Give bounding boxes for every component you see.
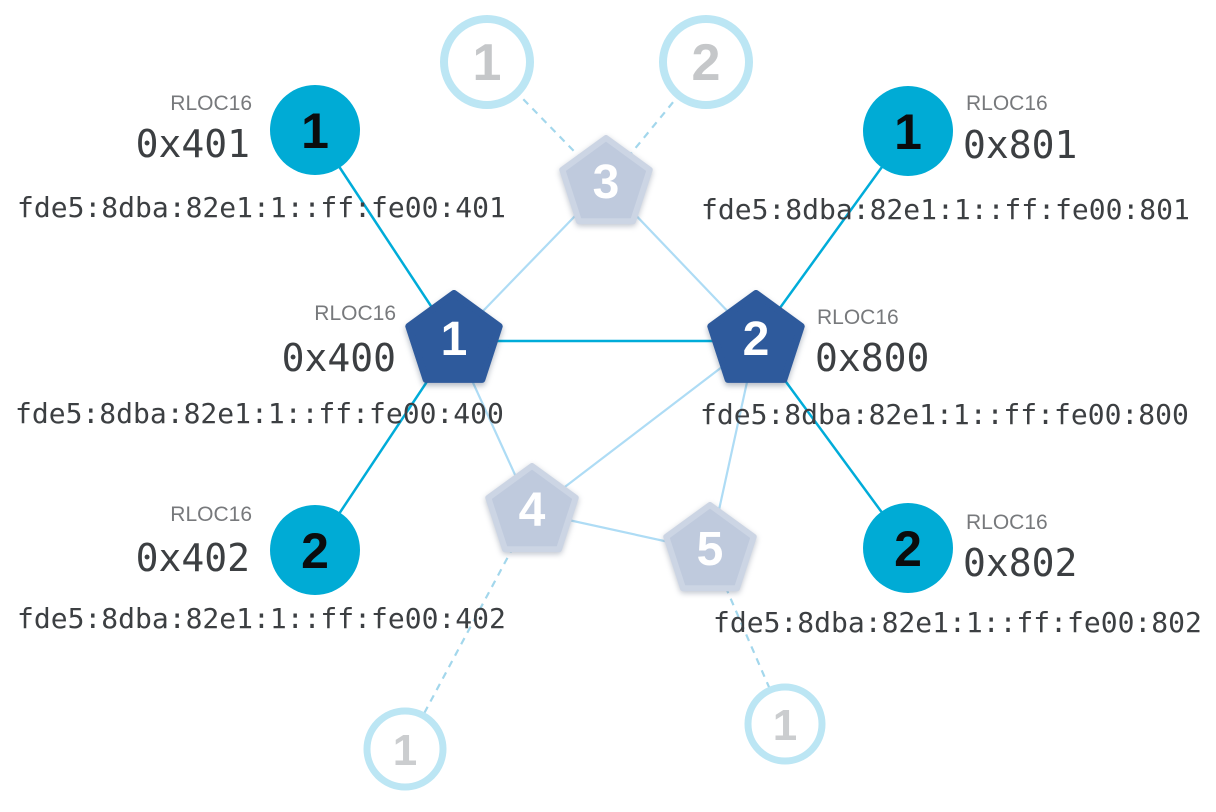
router-1-rloc16-label: RLOC16 [314, 302, 396, 325]
child-402-circle[interactable] [270, 505, 360, 595]
router-4-pentagon[interactable] [485, 463, 579, 553]
ghost-top-1-number: 1 [473, 34, 502, 92]
router-2-rloc16-label: RLOC16 [817, 306, 899, 329]
router-5-node[interactable]: 5 [663, 502, 757, 592]
child-801-labels: RLOC16 0x801 fde5:8dba:82e1:1::ff:fe00:8… [701, 92, 1190, 226]
child-802-labels: RLOC16 0x802 fde5:8dba:82e1:1::ff:fe00:8… [713, 511, 1202, 639]
router-1-rloc16-value: 0x400 [282, 336, 396, 380]
child-802-rloc16-value: 0x802 [963, 541, 1077, 585]
child-802-ipv6: fde5:8dba:82e1:1::ff:fe00:802 [713, 606, 1202, 639]
router-1-ipv6: fde5:8dba:82e1:1::ff:fe00:400 [15, 397, 504, 430]
router-1-node[interactable]: 1 [405, 290, 503, 383]
child-801-circle[interactable] [863, 86, 953, 176]
child-802-rloc16-label: RLOC16 [966, 511, 1048, 534]
router-1-number: 1 [441, 313, 468, 366]
child-801-rloc16-label: RLOC16 [966, 92, 1048, 115]
child-401-ipv6: fde5:8dba:82e1:1::ff:fe00:401 [17, 191, 506, 224]
child-801-node[interactable]: 1 [863, 86, 953, 176]
ghost-top-1-node[interactable]: 1 [440, 15, 534, 109]
child-401-circle[interactable] [270, 85, 360, 175]
ghost-bottom-right-node[interactable]: 1 [744, 683, 826, 765]
router-2-pentagon[interactable] [707, 290, 805, 383]
child-801-rloc16-value: 0x801 [963, 123, 1077, 167]
router-2-rloc16-value: 0x800 [815, 336, 929, 380]
child-802-node[interactable]: 2 [863, 503, 953, 593]
child-802-circle[interactable] [863, 503, 953, 593]
link-router2-router4 [531, 340, 757, 513]
router-3-node[interactable]: 3 [559, 135, 653, 225]
child-402-ipv6: fde5:8dba:82e1:1::ff:fe00:402 [17, 602, 506, 635]
ghost-bottom-right-circle[interactable] [744, 683, 826, 765]
router-2-number: 2 [743, 313, 770, 366]
child-801-ipv6: fde5:8dba:82e1:1::ff:fe00:801 [701, 193, 1190, 226]
child-402-labels: RLOC16 0x402 fde5:8dba:82e1:1::ff:fe00:4… [17, 503, 506, 635]
ghost-bottom-left-number: 1 [393, 726, 417, 775]
child-402-rloc16-label: RLOC16 [170, 503, 252, 526]
router-3-pentagon[interactable] [559, 135, 653, 225]
router-1-pentagon[interactable] [405, 290, 503, 383]
router-5-pentagon[interactable] [663, 502, 757, 592]
child-401-labels: RLOC16 0x401 fde5:8dba:82e1:1::ff:fe00:4… [17, 92, 506, 224]
child-401-node[interactable]: 1 [270, 85, 360, 175]
ghost-top-2-number: 2 [692, 34, 721, 92]
ghost-bottom-left-node[interactable]: 1 [363, 707, 447, 791]
child-802-number: 2 [894, 521, 922, 577]
child-402-node[interactable]: 2 [270, 505, 360, 595]
child-402-number: 2 [301, 523, 329, 579]
ghost-bottom-right-number: 1 [773, 701, 797, 750]
child-401-rloc16-label: RLOC16 [170, 92, 252, 115]
router-4-node[interactable]: 4 [485, 463, 579, 553]
child-401-rloc16-value: 0x401 [136, 122, 250, 166]
router-2-node[interactable]: 2 [707, 290, 805, 383]
router-4-number: 4 [519, 484, 546, 537]
child-801-number: 1 [894, 104, 922, 160]
child-402-rloc16-value: 0x402 [136, 536, 250, 580]
router-2-ipv6: fde5:8dba:82e1:1::ff:fe00:800 [700, 398, 1189, 431]
router-2-labels: RLOC16 0x800 fde5:8dba:82e1:1::ff:fe00:8… [700, 306, 1189, 431]
ghost-bottom-left-circle[interactable] [363, 707, 447, 791]
router-5-number: 5 [697, 523, 724, 576]
router-1-labels: RLOC16 0x400 fde5:8dba:82e1:1::ff:fe00:4… [15, 302, 504, 430]
ghost-top-2-circle[interactable] [659, 15, 753, 109]
ghost-top-2-node[interactable]: 2 [659, 15, 753, 109]
ghost-top-1-circle[interactable] [440, 15, 534, 109]
router-3-number: 3 [593, 156, 620, 209]
child-401-number: 1 [301, 103, 329, 159]
